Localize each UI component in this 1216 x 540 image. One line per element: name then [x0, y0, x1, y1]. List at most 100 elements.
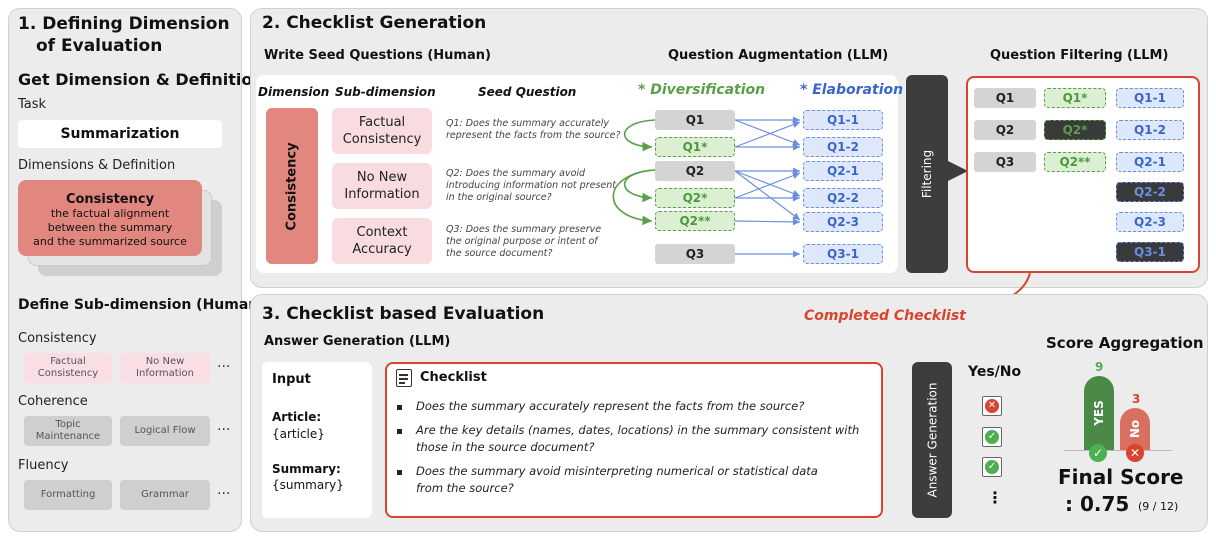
filter-blue-q2-2-removed: Q2-2: [1116, 182, 1184, 202]
filtering-label: Filtering: [920, 149, 934, 199]
final-score-value: : 0.75: [1065, 492, 1130, 516]
bullet-3: [397, 470, 402, 475]
filter-gray-q3: Q3: [974, 152, 1036, 172]
summary-value: {summary}: [272, 478, 344, 492]
yes-answer-icon-1: ✓: [982, 427, 1002, 447]
no-answer-icon: ✕: [982, 396, 1002, 416]
checklist-item-2: Are the key details (names, dates, locat…: [416, 423, 860, 454]
answer-gen-label: Answer Generation: [925, 382, 939, 498]
section3-title: 3. Checklist based Evaluation: [262, 304, 545, 324]
aug-title: Question Augmentation (LLM): [668, 48, 889, 63]
group-label-coherence: Coherence: [18, 394, 88, 409]
section1-title-line2: of Evaluation: [36, 36, 163, 56]
card-title: Consistency: [65, 192, 155, 207]
article-label: Article:: [272, 410, 322, 424]
bullet-1: [397, 405, 402, 410]
no-bar: No: [1120, 408, 1150, 450]
card-def-line2: between the summary: [47, 221, 173, 234]
chip-grammar: Grammar: [120, 480, 210, 510]
filtering-bar: Filtering: [906, 75, 948, 273]
score-title: Score Aggregation: [1046, 334, 1204, 352]
yes-label: YES: [1092, 400, 1106, 426]
col-dimension: Dimension: [258, 85, 330, 99]
chip-factual-consistency: Factual Consistency: [24, 353, 112, 383]
seed-question-3: Q3: Does the summary preserve the origin…: [446, 224, 602, 259]
dimension-box: Consistency: [266, 108, 318, 264]
yes-count: 9: [1095, 360, 1104, 374]
subdim-factual-consistency: Factual Consistency: [332, 108, 432, 154]
filter-gray-q1: Q1: [974, 88, 1036, 108]
aug-green-q2ss: Q2**: [655, 211, 735, 231]
no-x-icon: ✕: [1126, 444, 1144, 462]
section2-title: 2. Checklist Generation: [262, 13, 487, 33]
seed-title: Write Seed Questions (Human): [264, 48, 491, 63]
input-card: [262, 362, 372, 518]
final-score-detail: (9 / 12): [1138, 500, 1179, 513]
seed-question-1: Q1: Does the summary accurately represen…: [446, 118, 621, 141]
summary-label: Summary:: [272, 462, 341, 476]
bar-baseline: [1064, 450, 1172, 451]
col-subdim: Sub-dimension: [335, 85, 436, 99]
seed-question-2: Q2: Does the summary avoid introducing i…: [446, 168, 617, 203]
filter-title: Question Filtering (LLM): [990, 48, 1169, 63]
aug-gray-q3: Q3: [655, 244, 735, 264]
aug-blue-q1-2: Q1-2: [803, 137, 883, 157]
chip-logical-flow: Logical Flow: [120, 416, 210, 446]
filter-gray-q2: Q2: [974, 120, 1036, 140]
bullet-2: [397, 429, 402, 434]
filter-blue-q1-1: Q1-1: [1116, 88, 1184, 108]
ellipsis-fluency: ···: [217, 486, 231, 502]
card-def-line1: the factual alignment: [50, 207, 170, 220]
no-count: 3: [1132, 392, 1141, 406]
ellipsis-coherence: ···: [217, 422, 231, 438]
aug-green-q2s: Q2*: [655, 188, 735, 208]
more-answers-dots: ⋮: [987, 488, 1003, 507]
filter-blue-q3-1-removed: Q3-1: [1116, 242, 1184, 262]
task-value: Summarization: [60, 126, 180, 142]
filter-blue-q2-1: Q2-1: [1116, 152, 1184, 172]
col-seed: Seed Question: [478, 85, 577, 99]
chip-no-new-information: No New Information: [120, 353, 210, 383]
group-label-consistency: Consistency: [18, 331, 97, 346]
checklist-item-1: Does the summary accurately represent th…: [416, 399, 805, 413]
filter-green-q2ss: Q2**: [1044, 152, 1106, 172]
filter-blue-q1-2: Q1-2: [1116, 120, 1184, 140]
yesno-title: Yes/No: [968, 364, 1022, 380]
yes-answer-icon-2: ✓: [982, 457, 1002, 477]
consistency-card: Consistency the factual alignment betwee…: [18, 180, 202, 256]
checklist-title: Checklist: [420, 370, 487, 385]
article-value: {article}: [272, 427, 325, 441]
final-score-label: Final Score: [1058, 465, 1184, 489]
filter-green-q2s-removed: Q2*: [1044, 120, 1106, 140]
filter-green-q1s: Q1*: [1044, 88, 1106, 108]
answer-generation-bar: Answer Generation: [912, 362, 952, 518]
chip-formatting: Formatting: [24, 480, 112, 510]
filter-result-box: [966, 76, 1200, 273]
chip-topic-maintenance: Topic Maintenance: [24, 416, 112, 446]
checklist-icon: [396, 369, 412, 387]
col-elaboration: * Elaboration: [800, 82, 904, 98]
get-dimension-title: Get Dimension & Definition: [18, 70, 264, 89]
section1-title-line1: 1. Defining Dimension: [18, 14, 230, 34]
aug-blue-q2-3: Q2-3: [803, 212, 883, 232]
filter-blue-q2-3: Q2-3: [1116, 212, 1184, 232]
aug-gray-q1: Q1: [655, 110, 735, 130]
aug-blue-q2-1: Q2-1: [803, 161, 883, 181]
card-def-line3: and the summarized source: [33, 235, 187, 248]
checklist-item-3: Does the summary avoid misinterpreting n…: [416, 464, 818, 495]
checklist-card: [385, 362, 883, 518]
group-label-fluency: Fluency: [18, 458, 69, 473]
aug-blue-q1-1: Q1-1: [803, 110, 883, 130]
ellipsis-consistency: ···: [217, 359, 231, 375]
answer-gen-title: Answer Generation (LLM): [264, 334, 451, 349]
input-label: Input: [272, 372, 311, 387]
dims-label: Dimensions & Definition: [18, 158, 176, 173]
task-label: Task: [18, 97, 47, 112]
no-label: No: [1127, 419, 1142, 439]
define-sub-title: Define Sub-dimension (Human): [18, 297, 265, 313]
aug-green-q1s: Q1*: [655, 137, 735, 157]
aug-gray-q2: Q2: [655, 161, 735, 181]
aug-blue-q2-2: Q2-2: [803, 188, 883, 208]
col-diversification: * Diversification: [638, 82, 766, 98]
task-value-box: Summarization: [18, 120, 222, 148]
